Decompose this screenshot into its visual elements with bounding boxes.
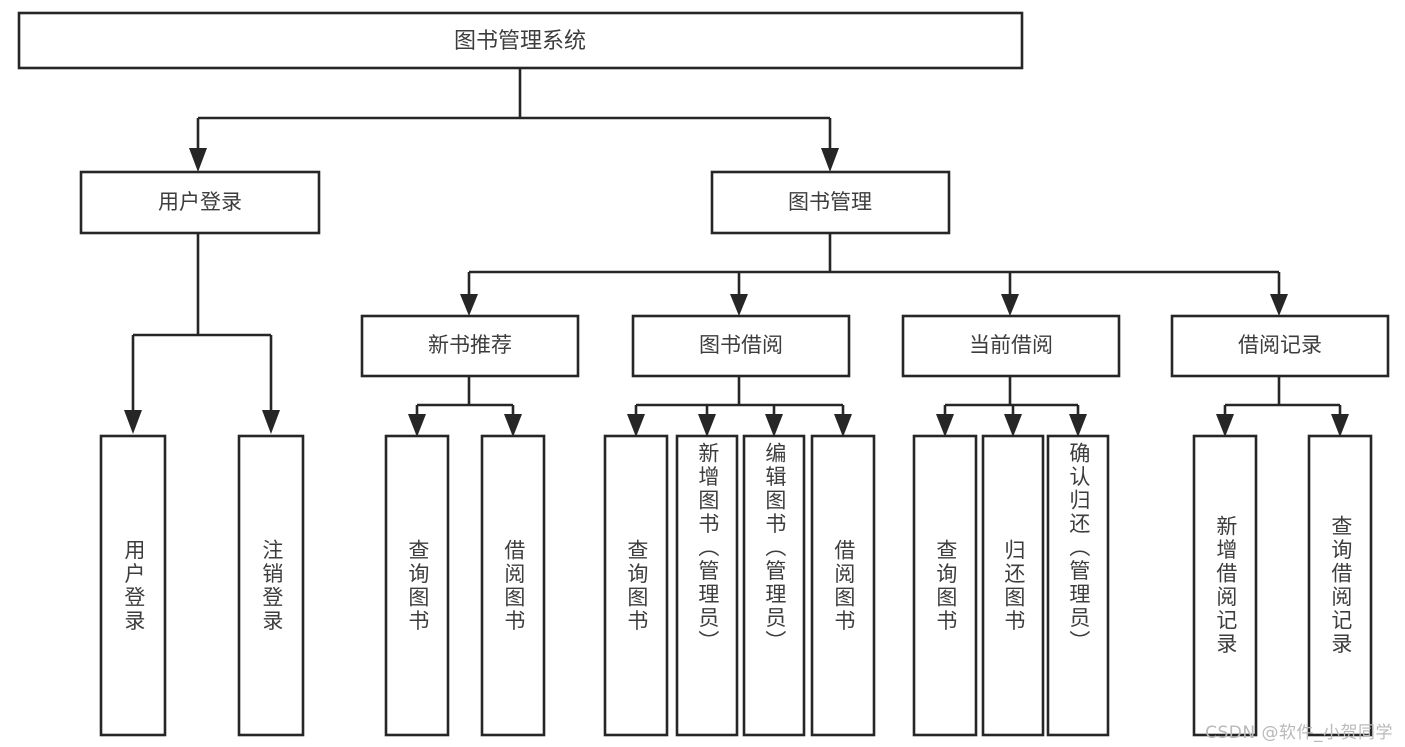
node-new-book-recommend[interactable]: 新书推荐 — [360, 314, 580, 378]
node-label-user-login: 用户登录 — [158, 190, 242, 214]
arrowhead-record-query — [1331, 414, 1349, 437]
node-box-book-management[interactable] — [710, 170, 951, 235]
leaf-box-borrow-query-book[interactable] — [603, 434, 669, 737]
leaf-box-borrow-add-book[interactable] — [675, 434, 739, 737]
arrowhead-borrow-borrow-book — [834, 414, 852, 437]
node-root-system[interactable]: 图书管理系统 — [17, 11, 1024, 70]
node-book-borrow[interactable]: 图书借阅 — [631, 314, 851, 378]
leaf-box-current-confirm-return[interactable] — [1046, 434, 1110, 737]
connector-layer — [124, 68, 1349, 437]
node-box-current-borrow[interactable] — [901, 314, 1121, 378]
arrowhead-leaf-user-login — [124, 410, 142, 434]
leaf-box-logout[interactable] — [237, 434, 305, 737]
node-label-book-management: 图书管理 — [788, 190, 872, 214]
arrowhead-current-query-book — [936, 414, 954, 437]
leaf-box-current-query-book[interactable] — [912, 434, 978, 737]
arrowhead-user-login — [189, 148, 207, 172]
node-box-book-borrow[interactable] — [631, 314, 851, 378]
node-label-new-book-recommend: 新书推荐 — [428, 333, 512, 357]
arrowhead-borrow-edit-book — [765, 414, 783, 437]
arrowhead-record-add — [1216, 414, 1234, 437]
node-label-current-borrow: 当前借阅 — [969, 333, 1053, 357]
arrowhead-rec-borrow-book — [504, 414, 522, 437]
arrowhead-borrow-record — [1270, 294, 1288, 316]
leaf-box-layer — [99, 434, 1373, 737]
node-book-management[interactable]: 图书管理 — [710, 170, 951, 235]
node-box-new-book-recommend[interactable] — [360, 314, 580, 378]
leaf-box-rec-borrow-book[interactable] — [480, 434, 546, 737]
leaf-box-user-login[interactable] — [99, 434, 167, 737]
arrowhead-current-return-book — [1004, 414, 1022, 437]
arrowhead-leaf-logout — [262, 410, 280, 434]
node-box-borrow-record[interactable] — [1170, 314, 1390, 378]
arrowhead-book-mgmt — [821, 148, 839, 172]
node-box-user-login[interactable] — [79, 170, 321, 235]
node-label-borrow-record: 借阅记录 — [1238, 333, 1322, 357]
leaf-box-borrow-edit-book[interactable] — [742, 434, 806, 737]
arrowhead-book-borrow — [730, 294, 748, 316]
node-label-book-borrow: 图书借阅 — [699, 333, 783, 357]
arrowhead-borrow-add-book — [698, 414, 716, 437]
arrowhead-rec-query-book — [408, 414, 426, 437]
node-borrow-record[interactable]: 借阅记录 — [1170, 314, 1390, 378]
arrowhead-new-book-rec — [460, 294, 478, 316]
arrowhead-borrow-query-book — [627, 414, 645, 437]
arrowhead-current-borrow — [1001, 294, 1019, 316]
csdn-watermark: CSDN @软件_小贺同学 — [1205, 723, 1393, 743]
node-user-login[interactable]: 用户登录 — [79, 170, 321, 235]
leaf-box-record-query[interactable] — [1307, 434, 1373, 737]
leaf-box-rec-query-book[interactable] — [384, 434, 450, 737]
node-label-root: 图书管理系统 — [454, 29, 586, 54]
leaf-box-borrow-borrow-book[interactable] — [810, 434, 876, 737]
node-current-borrow[interactable]: 当前借阅 — [901, 314, 1121, 378]
leaf-box-current-return-book[interactable] — [981, 434, 1045, 737]
leaf-box-record-add[interactable] — [1192, 434, 1258, 737]
node-box-root[interactable] — [17, 11, 1024, 70]
arrowhead-current-confirm-return — [1069, 414, 1087, 437]
